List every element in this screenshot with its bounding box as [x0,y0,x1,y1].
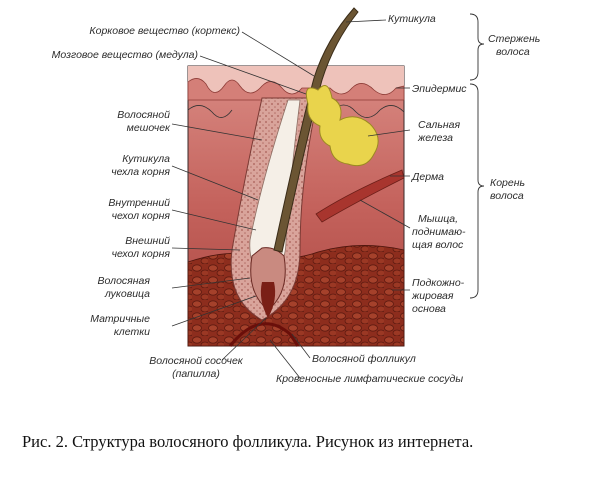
label-subcut-3: основа [412,303,446,315]
label-cortex: Корковое вещество (кортекс) [89,25,240,37]
label-outer-sheath-2: чехол корня [112,248,171,260]
label-root-1: Корень [490,177,525,189]
label-root-2: волоса [490,190,524,202]
label-hair-sac-2: мешочек [127,122,171,134]
shaft-brace [469,13,485,81]
label-gland-1: Сальная [418,119,460,131]
leader-lines [171,19,411,379]
label-subcut-1: Подкожно- [412,277,465,289]
label-hair-sac-1: Волосяной [117,109,170,121]
figure-caption: Рис. 2. Структура волосяного фолликула. … [22,432,474,451]
arrector-pili-muscle [315,169,405,223]
label-inner-sheath-2: чехол корня [112,210,171,222]
label-root-cuticle-1: Кутикула [122,153,170,165]
sebaceous-gland [305,85,379,167]
label-bulb-1: Волосяная [98,275,151,287]
label-shaft-1: Стержень [488,33,540,45]
label-shaft-2: волоса [496,46,530,58]
blood-vessels [228,322,300,347]
label-matrix-2: клетки [114,326,150,338]
hair-bulb [250,247,286,311]
right-labels: Кутикула Стержень волоса Эпидермис Сальн… [276,13,540,385]
left-labels: Корковое вещество (кортекс) Мозговое вещ… [52,25,244,380]
label-cuticle: Кутикула [388,13,436,25]
label-matrix-1: Матричные [90,313,150,325]
label-outer-sheath-1: Внешний [125,235,170,247]
epidermis-layer [188,66,404,95]
hair-shaft [273,7,359,253]
label-papilla-1: Волосяной сосочек [149,355,244,367]
label-bulb-2: луковица [104,288,150,300]
label-subcut-2: жировая [411,290,454,302]
label-follicle: Волосяной фолликул [312,353,416,365]
papilla [260,282,276,318]
label-medulla: Мозговое вещество (медула) [52,49,198,61]
label-vessels: Кровеносные лимфатические сосуды [276,373,463,385]
label-muscle-2: поднимаю- [412,226,466,238]
label-papilla-2: (папилла) [172,368,220,380]
root-brace [469,83,485,299]
label-dermis: Дерма [411,171,444,183]
label-muscle-3: щая волос [412,239,464,251]
label-root-cuticle-2: чехла корня [111,166,170,178]
label-gland-2: железа [417,132,453,144]
label-inner-sheath-1: Внутренний [108,197,170,209]
hair-follicle-diagram: Корковое вещество (кортекс) Мозговое вещ… [52,7,540,385]
label-muscle-1: Мышца, [418,213,458,225]
label-epidermis: Эпидермис [412,83,467,95]
